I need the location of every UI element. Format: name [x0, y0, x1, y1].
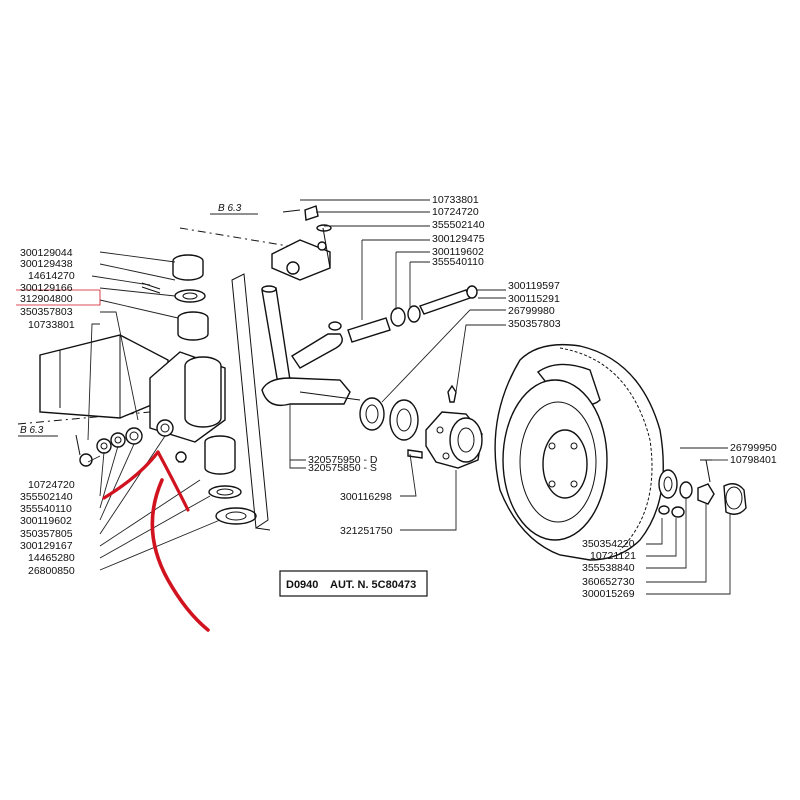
- ref-b63-left: B 6.3: [20, 425, 44, 436]
- label-320575950-d: 320575950 - D: [308, 454, 378, 466]
- label-300115291: 300115291: [508, 293, 560, 305]
- label-360652730: 360652730: [582, 576, 635, 588]
- label-14465280: 14465280: [28, 552, 75, 564]
- label-321251750: 321251750: [340, 525, 393, 537]
- label-10724720-left: 10724720: [28, 479, 75, 491]
- label-300129438: 300129438: [20, 258, 73, 270]
- caption-code: D0940: [286, 579, 318, 591]
- hub-bearings: [359, 384, 457, 441]
- hub-cap-parts: [658, 459, 747, 518]
- axle-beam: [17, 227, 301, 425]
- label-320575850-s: 320575850 - S: [308, 462, 377, 474]
- label-26799980: 26799980: [508, 305, 555, 317]
- label-355540110: 355540110: [432, 256, 484, 268]
- wheel-tire: [494, 343, 664, 561]
- label-355502140: 355502140: [432, 219, 485, 231]
- leader-lines: [18, 199, 731, 595]
- part-labels: 10733801 10724720 355502140 300129475 30…: [20, 194, 777, 600]
- axle-bracket: [149, 351, 226, 443]
- caption-box: D0940 AUT. N. 5C80473: [279, 570, 428, 597]
- tie-rod-pin: [347, 285, 478, 343]
- label-355538840: 355538840: [582, 562, 635, 574]
- label-350357805: 350357805: [20, 528, 73, 540]
- left-bushings: [141, 254, 209, 341]
- wheel-hub: [407, 411, 483, 469]
- label-355540110-left: 355540110: [20, 503, 72, 515]
- label-300129167: 300129167: [20, 540, 73, 552]
- label-300129044: 300129044: [20, 247, 73, 259]
- steering-arm: [271, 205, 332, 281]
- label-300116298: 300116298: [340, 491, 392, 503]
- label-300129166: 300129166: [20, 282, 73, 294]
- label-300119597: 300119597: [508, 280, 560, 292]
- stub-axle: [261, 285, 361, 407]
- label-350357803: 350357803: [508, 318, 561, 330]
- label-300119602: 300119602: [432, 246, 484, 258]
- label-300015269: 300015269: [582, 588, 635, 600]
- frame-bracket-lines: [231, 273, 271, 531]
- label-26799950: 26799950: [730, 442, 777, 454]
- label-300119602-left: 300119602: [20, 515, 72, 527]
- label-10721121: 10721121: [590, 550, 636, 562]
- label-10798401: 10798401: [730, 454, 777, 466]
- label-300129475: 300129475: [432, 233, 485, 245]
- label-10733801-left: 10733801: [28, 319, 75, 331]
- label-312904800: 312904800: [20, 293, 73, 305]
- lower-bushings: [175, 435, 257, 525]
- label-355502140-left: 355502140: [20, 491, 73, 503]
- label-26800850: 26800850: [28, 565, 75, 577]
- label-14614270: 14614270: [28, 270, 75, 282]
- label-350357803-left: 350357803: [20, 306, 73, 318]
- red-annotation: [102, 450, 210, 632]
- caption-auth: AUT. N. 5C80473: [330, 579, 416, 591]
- left-washers: [75, 427, 143, 467]
- label-350354220: 350354220: [582, 538, 635, 550]
- label-10724720: 10724720: [432, 206, 479, 218]
- highlight-box: [16, 289, 101, 306]
- ref-b63-top: B 6.3: [218, 203, 242, 214]
- label-10733801: 10733801: [432, 194, 479, 206]
